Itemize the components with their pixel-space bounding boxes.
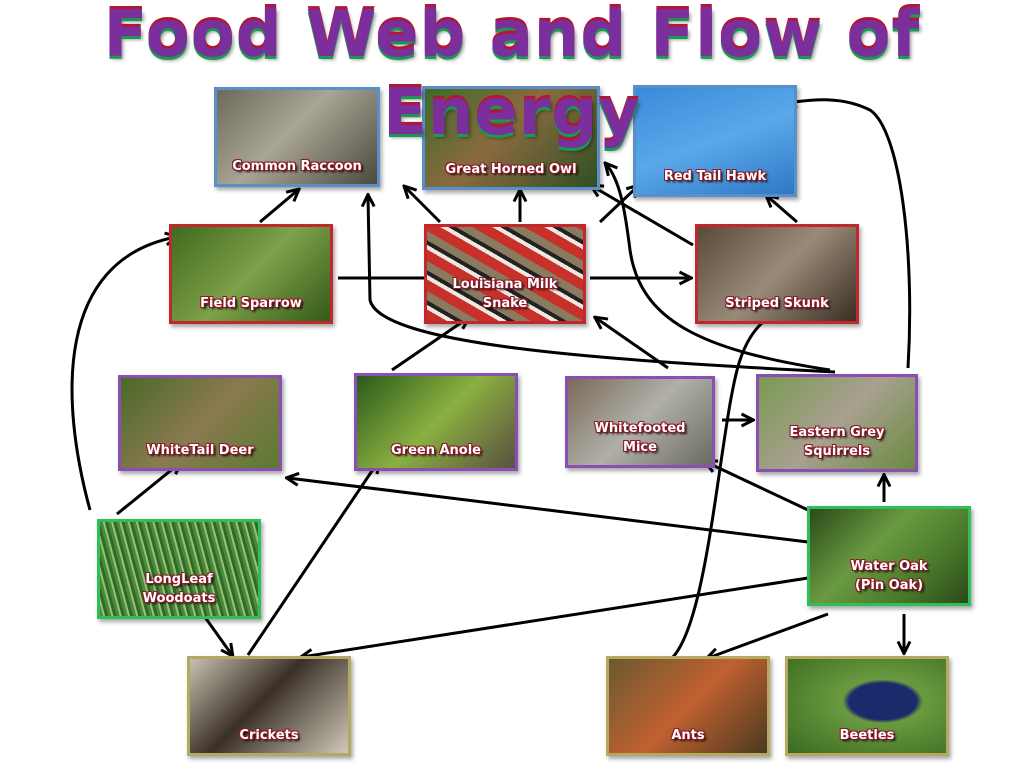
node-label: Green Anole xyxy=(390,443,482,458)
node-louisiana-milk-snake: Louisiana Milk Snake xyxy=(424,224,586,324)
arrow-oak-to-ants xyxy=(708,612,829,658)
arrow-snake-to-raccoon xyxy=(405,187,442,224)
node-common-raccoon: Common Raccoon xyxy=(214,87,380,187)
node-water-oak: Water Oak (Pin Oak) xyxy=(807,506,971,606)
arrow-oak-to-deer xyxy=(288,478,809,544)
arrow-oak-to-crickets xyxy=(302,576,809,657)
node-label: Great Horned Owl xyxy=(445,162,577,177)
node-label: Striped Skunk xyxy=(725,296,829,311)
node-field-sparrow: Field Sparrow xyxy=(169,224,333,324)
node-label: Beetles xyxy=(839,728,895,743)
node-green-anole: Green Anole xyxy=(354,373,518,471)
arrow-anole-to-snake xyxy=(391,318,468,372)
arrow-sparrow-to-raccoon xyxy=(259,190,298,224)
node-label: Common Raccoon xyxy=(232,159,362,174)
arrow-mice-to-snake xyxy=(596,318,669,370)
node-whitetail-deer: WhiteTail Deer xyxy=(118,375,282,471)
node-crickets: Crickets xyxy=(187,656,351,756)
node-whitefooted-mice: Whitefooted Mice xyxy=(565,376,715,468)
arrow-skunk-to-hawk xyxy=(767,196,798,224)
node-longleaf-woodoats: LongLeaf Woodoats xyxy=(97,519,261,619)
arrow-crickets-to-anole xyxy=(246,462,378,656)
node-great-horned-owl: Great Horned Owl xyxy=(422,86,600,190)
node-label: WhiteTail Deer xyxy=(146,443,254,458)
node-label: Red Tail Hawk xyxy=(663,169,767,184)
node-label: Water Oak (Pin Oak) xyxy=(850,559,928,593)
node-label: Ants xyxy=(671,728,705,743)
node-label: LongLeaf Woodoats xyxy=(142,572,216,606)
node-red-tail-hawk: Red Tail Hawk xyxy=(633,85,797,197)
node-label: Whitefooted Mice xyxy=(594,421,686,455)
node-striped-skunk: Striped Skunk xyxy=(695,224,859,324)
node-label: Eastern Grey Squirrels xyxy=(789,425,885,459)
node-label: Crickets xyxy=(239,728,299,743)
node-label: Field Sparrow xyxy=(200,296,302,311)
node-eastern-grey-squirrels: Eastern Grey Squirrels xyxy=(756,374,918,472)
arrow-ants-to-skunk xyxy=(670,312,778,660)
node-beetles: Beetles xyxy=(785,656,949,756)
node-label: Louisiana Milk Snake xyxy=(452,277,558,311)
node-ants: Ants xyxy=(606,656,770,756)
diagram-title: Food Web and Flow of Energy xyxy=(103,0,921,150)
